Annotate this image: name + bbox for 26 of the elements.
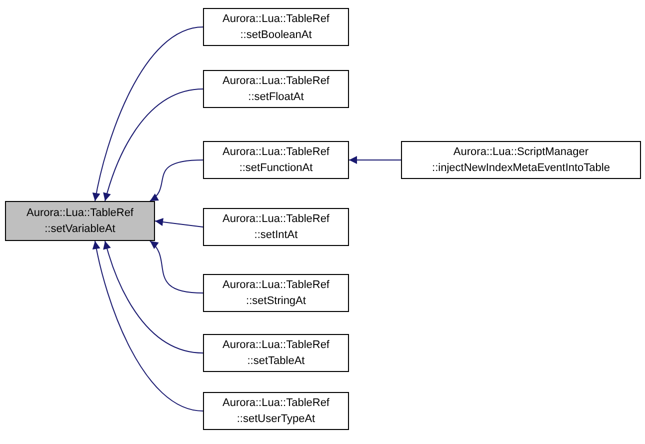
function-name: Aurora::Lua::TableRef ::setFloatAt (221, 74, 330, 105)
function-box (203, 70, 349, 108)
arrow (348, 156, 402, 164)
arrow (103, 240, 204, 354)
function-box (203, 392, 349, 430)
function-name: Aurora::Lua::TableRef ::setVariableAt (25, 206, 134, 237)
function-box (203, 334, 349, 372)
arrow (150, 240, 204, 294)
function-name: Aurora::Lua::TableRef ::setBooleanAt (221, 12, 330, 43)
function-box (203, 141, 349, 179)
function-name: Aurora::Lua::TableRef ::setUserTypeAt (221, 396, 330, 427)
arrow (92, 26, 204, 202)
arrow (154, 218, 204, 228)
arrow (103, 88, 204, 202)
function-name: Aurora::Lua::TableRef ::setIntAt (221, 212, 330, 243)
arrow (92, 240, 204, 412)
arrow (150, 160, 204, 202)
function-box (401, 141, 641, 179)
function-box (203, 274, 349, 312)
function-name: Aurora::Lua::TableRef ::setFunctionAt (221, 145, 330, 176)
function-name: Aurora::Lua::TableRef ::setTableAt (221, 338, 330, 369)
function-name: Aurora::Lua::TableRef ::setStringAt (221, 278, 330, 309)
function-box (203, 208, 349, 246)
function-name: Aurora::Lua::ScriptManager ::injectNewIndexMetaEventIntoTable (431, 145, 611, 176)
highlighted-function-box (5, 201, 155, 241)
function-box (203, 8, 349, 46)
